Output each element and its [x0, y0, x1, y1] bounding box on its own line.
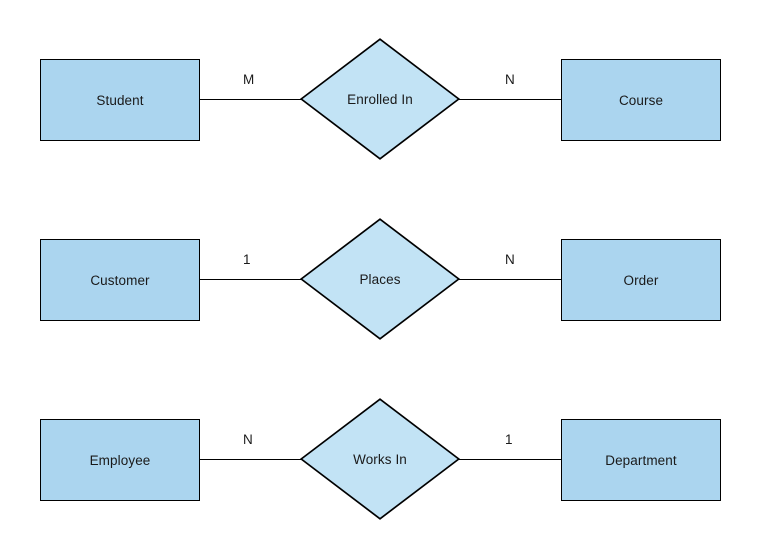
diamond-shape-icon	[300, 398, 460, 520]
entity-label: Course	[618, 92, 664, 108]
connector-line-right	[459, 459, 562, 460]
diamond-shape-icon	[300, 38, 460, 160]
relationship-label: Enrolled In	[347, 91, 413, 107]
entity-label: Customer	[90, 272, 150, 288]
connector-line-left	[200, 279, 301, 280]
entity-label: Employee	[89, 452, 151, 468]
entity-box-left[interactable]: Customer	[40, 239, 200, 321]
cardinality-label-right: N	[505, 72, 515, 87]
diamond-shape-icon	[300, 218, 460, 340]
entity-label: Department	[605, 452, 677, 468]
cardinality-label-right: 1	[505, 432, 513, 447]
entity-label: Student	[96, 92, 144, 108]
cardinality-label-left: M	[243, 72, 255, 87]
connector-line-right	[459, 99, 562, 100]
cardinality-label-right: N	[505, 252, 515, 267]
cardinality-label-left: N	[243, 432, 253, 447]
er-relationship-row: Student M Enrolled In N Course	[0, 0, 761, 180]
cardinality-label-left: 1	[243, 252, 251, 267]
connector-line-left	[200, 99, 301, 100]
relationship-diamond[interactable]: Places	[300, 218, 460, 340]
relationship-label: Places	[359, 271, 401, 287]
entity-box-right[interactable]: Department	[561, 419, 721, 501]
connector-line-left	[200, 459, 301, 460]
entity-label: Order	[623, 272, 659, 288]
relationship-label: Works In	[353, 451, 407, 467]
entity-box-left[interactable]: Employee	[40, 419, 200, 501]
relationship-diamond[interactable]: Enrolled In	[300, 38, 460, 160]
entity-box-right[interactable]: Order	[561, 239, 721, 321]
er-relationship-row: Customer 1 Places N Order	[0, 180, 761, 360]
entity-box-right[interactable]: Course	[561, 59, 721, 141]
relationship-diamond[interactable]: Works In	[300, 398, 460, 520]
er-relationship-row: Employee N Works In 1 Department	[0, 360, 761, 540]
connector-line-right	[459, 279, 562, 280]
entity-box-left[interactable]: Student	[40, 59, 200, 141]
